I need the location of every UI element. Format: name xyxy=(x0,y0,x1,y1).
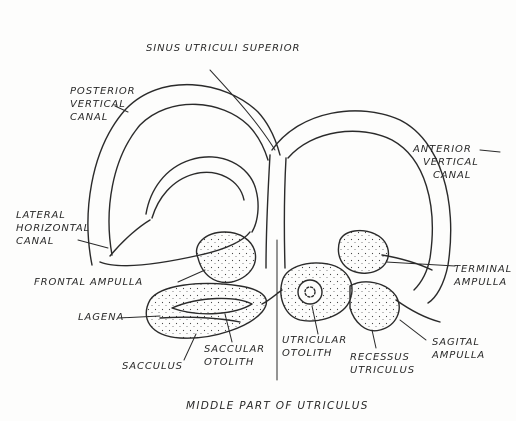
label-sacculus: SACCULUS xyxy=(122,360,183,373)
lateral-canal-inner xyxy=(146,157,258,232)
lateral-canal-inner-2 xyxy=(152,172,244,218)
sacculus-shape xyxy=(146,284,266,339)
leader-frontal xyxy=(178,270,205,282)
leader-sinus xyxy=(210,70,275,150)
recessus-shape xyxy=(350,282,399,331)
label-saccular-otolith: SACCULAR OTOLITH xyxy=(204,343,265,369)
leader-sagital xyxy=(400,320,426,340)
label-sagital-ampulla: SAGITAL AMPULLA xyxy=(432,336,485,362)
label-anterior-vertical-canal: ANTERIOR VERTICAL CANAL xyxy=(413,143,479,182)
label-posterior-vertical-canal: POSTERIOR VERTICAL CANAL xyxy=(70,85,136,124)
sinus-stem-right xyxy=(284,158,286,268)
lateral-canal-link xyxy=(110,220,150,256)
sinus-stem-left xyxy=(266,155,270,268)
utricular-otolith-circle xyxy=(298,280,322,304)
sagital-ampulla-link xyxy=(396,300,440,322)
label-sinus-utriculi-superior: SINUS UTRICULI SUPERIOR xyxy=(146,42,300,55)
label-recessus-utriculus: RECESSUS UTRICULUS xyxy=(350,351,415,377)
terminal-ampulla-shape xyxy=(338,231,388,274)
leader-recessus xyxy=(372,330,376,348)
label-lateral-horizontal-canal: LATERAL HORIZONTAL CANAL xyxy=(16,209,90,248)
label-frontal-ampulla: FRONTAL AMPULLA xyxy=(34,276,143,289)
frontal-ampulla-shape xyxy=(197,232,256,282)
label-utricular-otolith: UTRICULAR OTOLITH xyxy=(282,334,347,360)
label-terminal-ampulla: TERMINAL AMPULLA xyxy=(454,263,512,289)
leader-anterior xyxy=(480,150,500,152)
label-lagena: LAGENA xyxy=(78,311,124,324)
diagram-caption: MIDDLE PART OF UTRICULUS xyxy=(186,400,369,412)
